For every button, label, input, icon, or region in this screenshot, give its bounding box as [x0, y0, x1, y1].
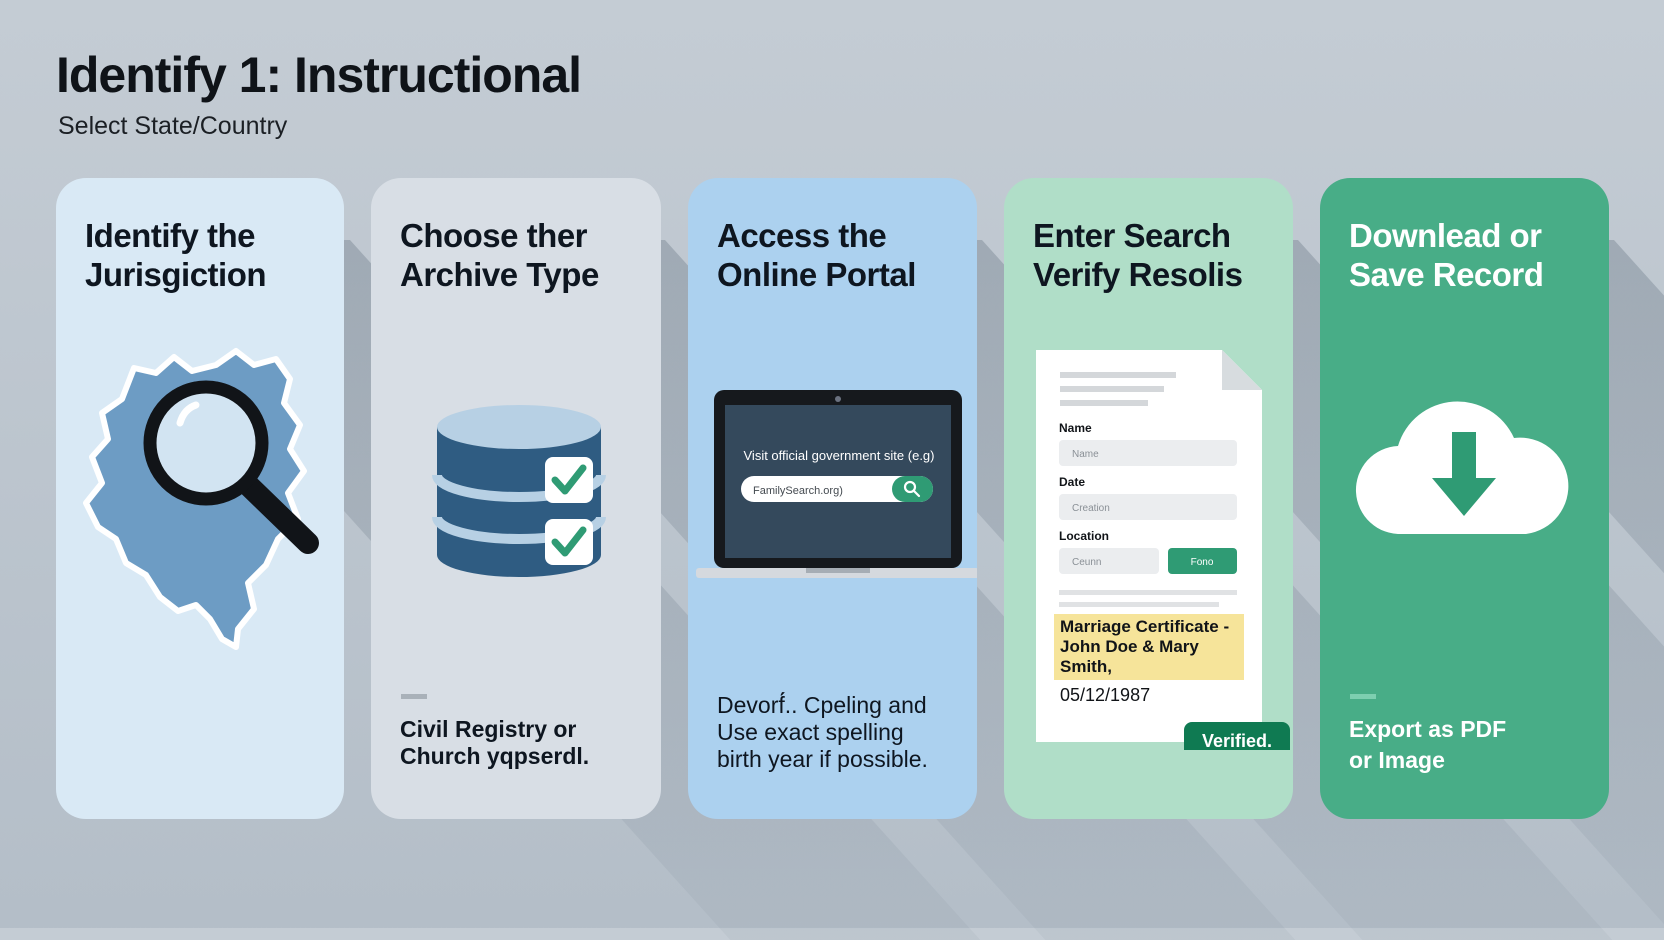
step-description: Civil Registry or Church yqpserdl.	[400, 716, 590, 769]
page-subtitle: Select State/Country	[58, 112, 288, 140]
svg-text:Marriage Certificate -: Marriage Certificate -	[1060, 617, 1229, 636]
cloud-download-icon	[1355, 401, 1569, 535]
svg-text:Fono: Fono	[1191, 557, 1214, 568]
svg-text:Smith,: Smith,	[1060, 657, 1112, 676]
name-label: Name	[1059, 421, 1092, 435]
laptop-icon: Visit official government site (e.g) Fam…	[696, 390, 977, 578]
location-field[interactable]	[1059, 548, 1159, 574]
step-title: Access the Online Portal	[717, 217, 916, 293]
svg-text:John Doe & Mary: John Doe & Mary	[1060, 637, 1199, 656]
database-check-icon	[432, 405, 606, 577]
step-card-online-portal: Access the Online Portal Visit official …	[688, 178, 977, 819]
search-icon	[903, 480, 917, 494]
svg-text:Name: Name	[1072, 449, 1099, 460]
location-label: Location	[1059, 529, 1109, 543]
step-title: Downlead or Save Record	[1349, 217, 1544, 293]
svg-text:Ceunn: Ceunn	[1072, 557, 1101, 568]
portal-search-button[interactable]	[892, 476, 933, 502]
step-card-search-verify: Enter Search Verify Resolis Name Name Da…	[1004, 178, 1293, 819]
date-field[interactable]	[1059, 494, 1237, 520]
map-magnifier-icon	[83, 348, 319, 650]
step-description: Devorf́́.. Cpeling and Use exact spellin…	[717, 692, 928, 772]
record-highlight	[1054, 614, 1244, 680]
svg-text:Verified.: Verified.	[1202, 731, 1272, 750]
date-label: Date	[1059, 475, 1085, 489]
step-title: Identify the Jurisgiction	[85, 217, 267, 293]
divider	[1350, 694, 1376, 699]
step-description: Export as PDF or Image	[1349, 716, 1507, 773]
portal-search-input[interactable]	[741, 476, 933, 502]
verified-badge	[1184, 722, 1290, 750]
step-card-download-save: Downlead or Save Record Export as PDF or…	[1320, 178, 1609, 819]
divider	[401, 694, 427, 699]
page-title: Identify 1: Instructional	[56, 47, 582, 103]
record-date: 05/12/1987	[1060, 685, 1150, 705]
step-card-identify-jurisdiction: Identify the Jurisgiction	[56, 178, 344, 819]
name-field[interactable]	[1059, 440, 1237, 466]
download-arrow-icon	[1432, 478, 1496, 516]
step-title: Choose ther Archive Type	[400, 217, 599, 293]
portal-instruction-text: Visit official government site (e.g)	[744, 448, 935, 463]
search-button[interactable]	[1168, 548, 1237, 574]
svg-text:FamilySearch.org): FamilySearch.org)	[753, 485, 843, 497]
svg-text:Creation: Creation	[1072, 503, 1110, 514]
magnifier-icon	[143, 380, 269, 506]
document-form-icon: Name Name Date Creation Location Ceunn F…	[1036, 350, 1290, 750]
step-title: Enter Search Verify Resolis	[1033, 217, 1243, 293]
step-card-archive-type: Choose ther Archive Type Civil Registry …	[371, 178, 661, 819]
